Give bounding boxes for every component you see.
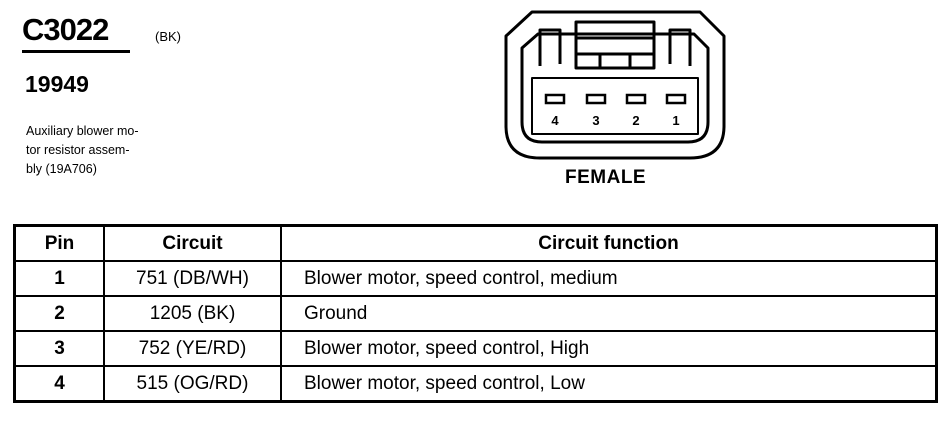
cavity-number-2: 2 <box>632 113 639 128</box>
description-line: bly (19A706) <box>26 162 97 176</box>
connector-gender-label: FEMALE <box>565 167 647 188</box>
pin-cell: 4 <box>13 365 105 403</box>
table-row: 2 1205 (BK) Ground <box>13 295 938 332</box>
connector-outer-shell <box>504 10 726 160</box>
pin-cell: 1 <box>13 260 105 297</box>
pinout-table: Pin Circuit Circuit function 1 751 (DB/W… <box>13 224 938 403</box>
column-header-pin: Pin <box>13 224 105 262</box>
table-row: 3 752 (YE/RD) Blower motor, speed contro… <box>13 330 938 367</box>
description-line: tor resistor assem- <box>26 143 130 157</box>
function-cell: Blower motor, speed control, Low <box>280 365 938 403</box>
component-description: Auxiliary blower mo- tor resistor assem-… <box>26 122 196 179</box>
connector-id-underline <box>22 50 130 53</box>
function-cell: Blower motor, speed control, High <box>280 330 938 367</box>
function-cell: Blower motor, speed control, medium <box>280 260 938 297</box>
cavity-1-terminal <box>665 93 687 105</box>
column-header-circuit: Circuit <box>103 224 282 262</box>
cavity-number-1: 1 <box>672 113 679 128</box>
circuit-cell: 751 (DB/WH) <box>103 260 282 297</box>
part-number: 19949 <box>25 71 89 97</box>
cavity-number-3: 3 <box>592 113 599 128</box>
connector-face-diagram: 4 3 2 1 <box>504 10 726 160</box>
cavity-3-terminal <box>585 93 607 105</box>
cavity-4-terminal <box>544 93 566 105</box>
circuit-cell: 515 (OG/RD) <box>103 365 282 403</box>
cavity-2-terminal <box>625 93 647 105</box>
circuit-cell: 752 (YE/RD) <box>103 330 282 367</box>
connector-id: C3022 <box>22 12 109 47</box>
pin-cell: 3 <box>13 330 105 367</box>
cavity-number-4: 4 <box>551 113 559 128</box>
function-cell: Ground <box>280 295 938 332</box>
connector-latch-frame <box>538 28 692 66</box>
pin-cell: 2 <box>13 295 105 332</box>
description-line: Auxiliary blower mo- <box>26 124 139 138</box>
table-row: 4 515 (OG/RD) Blower motor, speed contro… <box>13 365 938 403</box>
circuit-cell: 1205 (BK) <box>103 295 282 332</box>
connector-color: (BK) <box>155 29 181 44</box>
connector-latch <box>574 20 656 70</box>
table-header-row: Pin Circuit Circuit function <box>13 224 938 262</box>
connector-inner-body <box>520 32 710 144</box>
column-header-function: Circuit function <box>280 224 938 262</box>
table-row: 1 751 (DB/WH) Blower motor, speed contro… <box>13 260 938 297</box>
